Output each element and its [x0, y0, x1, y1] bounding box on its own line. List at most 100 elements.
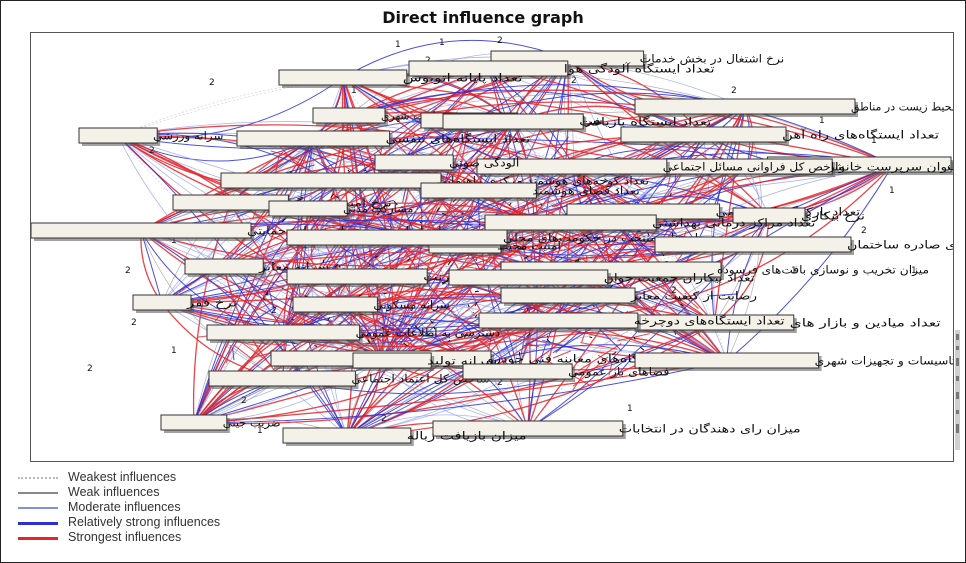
edge-weight-label: 2	[131, 318, 137, 328]
node-label-box: میانگین کیفیت آموزش محیط زیست در مناطق	[634, 98, 953, 117]
edge-weight-label: 1	[791, 266, 797, 276]
edge-tick-mark	[526, 307, 529, 311]
influence-edge	[360, 189, 376, 217]
node-label: نرخ بیکاری	[801, 210, 865, 223]
influence-edge	[214, 295, 239, 322]
legend-label-relatively-strong: Relatively strong influences	[68, 515, 221, 529]
node-box	[292, 296, 378, 313]
influence-edge	[703, 134, 715, 324]
edge-weight-label: 1	[439, 38, 445, 48]
influence-edge	[552, 350, 572, 359]
node-label: تعداد ایستگاه‌های تنفسی	[386, 133, 531, 146]
node-label-box: سرانه مسکونی	[292, 296, 450, 315]
influence-edge	[572, 356, 609, 387]
edge-weight-label: 2	[271, 306, 277, 316]
node-label: سرانه ورزشی	[153, 130, 223, 143]
influence-edge	[350, 211, 356, 218]
node-box	[282, 427, 412, 444]
node-label: میزان بازیافت زباله	[407, 430, 527, 443]
node-label-box: سرانه تاسیسات و تجهیزات شهری	[634, 352, 953, 371]
node-label: تعداد فضای هوشمند	[532, 185, 639, 198]
edge-tick-mark	[391, 208, 394, 212]
influence-edge	[708, 293, 737, 297]
edge-tick-mark	[611, 351, 617, 356]
edge-weight-label: 2	[497, 36, 503, 46]
edge-weight-label: 1	[351, 86, 357, 96]
node-label: تعداد میادین و بازار های	[790, 317, 941, 330]
node-label-box: تعداد بیکاران جمعیت جوان	[448, 269, 755, 288]
edge-tick-mark	[281, 218, 286, 223]
edge-tick-mark	[334, 263, 339, 269]
edge-tick-mark	[430, 320, 434, 324]
node-label: تعداد بانوان سرپرست خانوار	[827, 161, 953, 174]
edge-tick-mark	[475, 259, 478, 261]
influence-edge	[514, 333, 525, 335]
influence-edge	[380, 330, 728, 362]
influence-edge	[423, 291, 438, 306]
node-label-box: سرانه ورزشی	[78, 127, 223, 146]
legend-item-weak: Weak influences	[18, 485, 418, 500]
edge-tick-mark	[436, 207, 440, 212]
edge-tick-mark	[442, 212, 447, 216]
influence-edge	[614, 358, 632, 379]
influence-edge	[254, 151, 284, 175]
edge-weight-label: 1	[871, 136, 877, 146]
node-label: تعداد پروانه‌های صادره ساختمان	[847, 239, 953, 252]
node-label: مشارکت مدنی	[343, 203, 413, 216]
edge-tick-mark	[577, 258, 580, 262]
node-box	[312, 107, 386, 124]
edge-tick-mark	[582, 233, 586, 237]
influence-edge	[443, 310, 480, 340]
influence-edge	[615, 181, 649, 208]
influence-edge	[617, 333, 650, 342]
edge-tick-mark	[467, 304, 470, 308]
edge-tick-mark	[407, 258, 411, 262]
influence-edge	[117, 135, 559, 322]
influence-edge	[377, 286, 422, 307]
edge-tick-mark	[433, 326, 436, 330]
edge-weight-label: 1	[171, 346, 177, 356]
influence-edge	[346, 344, 727, 437]
legend-label-weak: Weak influences	[68, 485, 160, 499]
legend-item-relatively-strong: Relatively strong influences	[18, 515, 418, 530]
influence-edge	[140, 230, 348, 437]
influence-edge	[390, 327, 411, 346]
influence-edge	[396, 237, 518, 373]
node-box	[432, 420, 624, 437]
edge-tick-mark	[647, 232, 650, 237]
influence-edge	[531, 207, 562, 216]
node-label-box: فضاهای باز عمومی	[462, 363, 669, 382]
edge-tick-mark	[393, 200, 398, 206]
edge-weight-label: 2	[209, 78, 215, 88]
influence-edge	[193, 190, 479, 424]
legend-item-strongest: Strongest influences	[18, 530, 418, 545]
influence-edge	[713, 215, 770, 324]
node-label-box: شاخص کل اعتماد اجتماعی	[208, 370, 490, 389]
node-label-box: میزان بازیافت زباله	[282, 427, 527, 446]
node-label: تعداد پایانه اتوبوس	[403, 72, 523, 85]
influence-edge	[193, 277, 529, 424]
edge-weight-label: 1	[889, 186, 895, 196]
influence-edge	[193, 360, 727, 424]
influence-edge	[342, 39, 568, 79]
influence-edge	[307, 164, 894, 241]
node-box	[206, 324, 361, 341]
influence-network: 112221122221212111211212212211 نرخ اشتغا…	[31, 36, 953, 446]
legend-swatch-weakest	[18, 477, 58, 479]
node-label-box: ضریب جینی	[160, 414, 281, 433]
legend-label-strongest: Strongest influences	[68, 530, 182, 544]
edge-tick-mark	[464, 334, 466, 338]
node-box	[286, 229, 508, 246]
node-box	[278, 69, 408, 86]
node-label-box: تعداد میادین و بازار های	[634, 314, 941, 333]
edge-tick-mark	[330, 193, 335, 198]
node-box	[654, 236, 852, 253]
influence-edge	[346, 320, 559, 437]
edge-tick-mark	[266, 290, 269, 295]
influence-edge	[161, 302, 559, 348]
legend-item-weakest: Weakest influences	[18, 470, 418, 485]
influence-edge	[193, 322, 715, 425]
edge-tick-mark	[474, 302, 478, 307]
edge-tick-mark	[508, 202, 512, 206]
influence-edge	[597, 354, 610, 363]
